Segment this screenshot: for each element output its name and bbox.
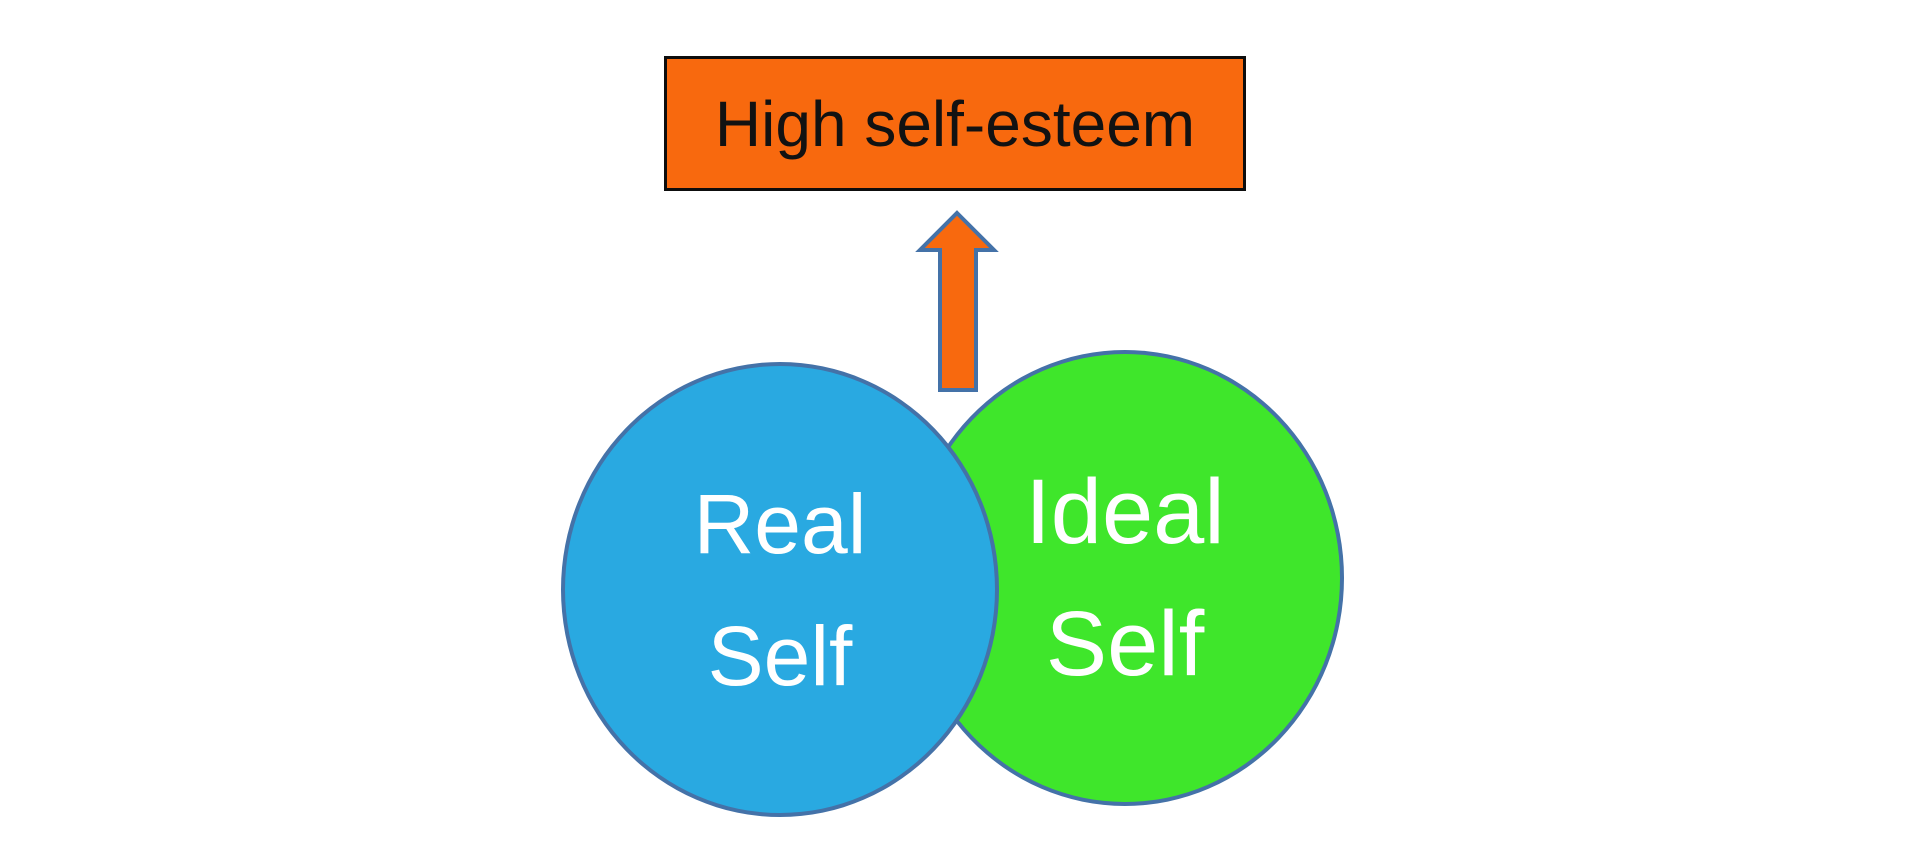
ideal-self-label-line1: Ideal <box>1025 461 1225 563</box>
real-self-label-line1: Real <box>693 476 867 571</box>
real-self-circle: Real Self <box>561 362 999 817</box>
real-self-label-line2: Self <box>707 608 853 703</box>
ideal-self-label-line2: Self <box>1045 593 1205 695</box>
up-arrow-icon <box>915 210 999 392</box>
high-self-esteem-label: High self-esteem <box>714 87 1196 160</box>
high-self-esteem-box: High self-esteem <box>664 56 1246 191</box>
up-arrow-shape <box>915 210 999 392</box>
